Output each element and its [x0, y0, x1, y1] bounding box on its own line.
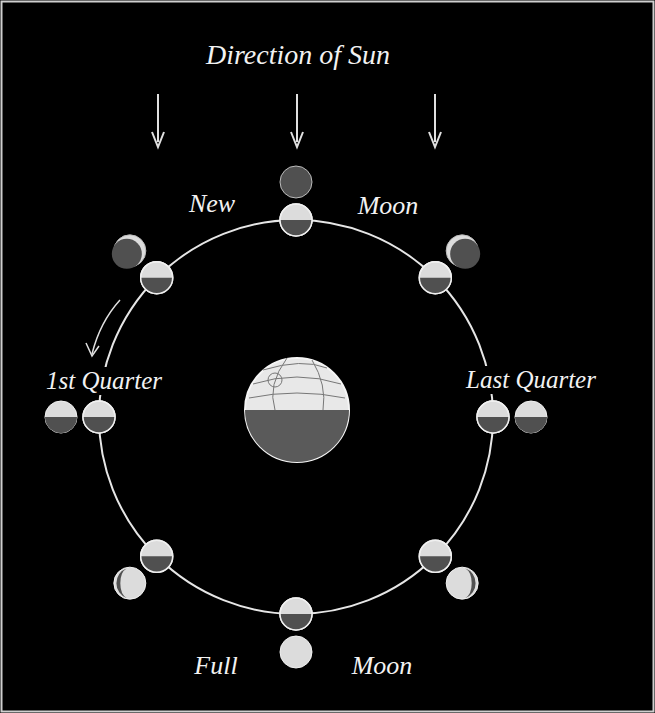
moon-appearance	[515, 401, 547, 433]
sun-arrow	[434, 94, 436, 142]
moon-appearance	[45, 401, 77, 433]
orbit-moon-dark-half	[83, 417, 115, 433]
orbit-moon-dark-half	[141, 556, 173, 572]
motion-arrow	[92, 300, 120, 354]
earth-grid-line	[253, 377, 341, 384]
sun-arrow	[157, 94, 159, 142]
moon-appearance	[280, 636, 312, 668]
earth-grid-line	[268, 373, 282, 387]
orbit-moon-outline	[83, 401, 115, 433]
moon-appearance-dark	[515, 417, 547, 433]
orbit-moon	[419, 262, 451, 294]
orbit-moon-dark-half	[280, 220, 312, 236]
orbit-moon-outline	[280, 598, 312, 630]
sun-arrow	[296, 94, 298, 142]
orbit-moon	[141, 540, 173, 572]
orbit-moon-outline	[419, 540, 451, 572]
earth-grid-line	[249, 393, 345, 398]
phase-label: 1st Quarter	[43, 367, 165, 395]
orbit-moon-dark-half	[419, 278, 451, 294]
moon-appearance-dark	[112, 239, 142, 269]
phase-label: Moon	[355, 192, 422, 221]
phase-label: Moon	[349, 652, 416, 681]
orbit-moon	[477, 401, 509, 433]
orbit-moon	[83, 401, 115, 433]
earth-night-side	[245, 410, 349, 462]
moon-appearance	[446, 567, 478, 599]
earth-grid-line	[273, 358, 287, 410]
orbit-moon-outline	[419, 262, 451, 294]
moon-appearance-dark	[465, 568, 475, 598]
orbit-moon-outline	[280, 204, 312, 236]
moon-orbit	[99, 220, 493, 614]
phase-label: Last Quarter	[463, 366, 599, 394]
moon-appearance-dark	[116, 568, 126, 598]
earth-grid-line	[263, 363, 327, 370]
earth-grid-line	[312, 360, 324, 410]
orbit-moon-dark-half	[419, 556, 451, 572]
orbit-moon-outline	[141, 540, 173, 572]
orbit-moon	[280, 598, 312, 630]
moon-appearance	[280, 166, 312, 198]
orbit-moon-dark-half	[141, 278, 173, 294]
moon-appearance	[114, 567, 146, 599]
orbit-moon-dark-half	[477, 417, 509, 433]
orbit-moon-outline	[477, 401, 509, 433]
orbit-moon	[280, 204, 312, 236]
sun-direction-label: Direction of Sun	[203, 40, 393, 71]
phase-label: Full	[191, 652, 240, 681]
moon-appearance-dark	[45, 417, 77, 433]
motion-arrow-head	[86, 343, 99, 356]
orbit-moon-outline	[141, 262, 173, 294]
phase-label: New	[186, 190, 238, 219]
moon-appearance-dark	[450, 239, 480, 269]
earth	[245, 358, 349, 462]
sun-arrow-head	[291, 132, 303, 147]
orbit-moon	[419, 540, 451, 572]
sun-arrow-head	[152, 132, 164, 147]
sun-arrow-head	[429, 132, 441, 147]
orbit-moon	[141, 262, 173, 294]
orbit-moon-dark-half	[280, 614, 312, 630]
